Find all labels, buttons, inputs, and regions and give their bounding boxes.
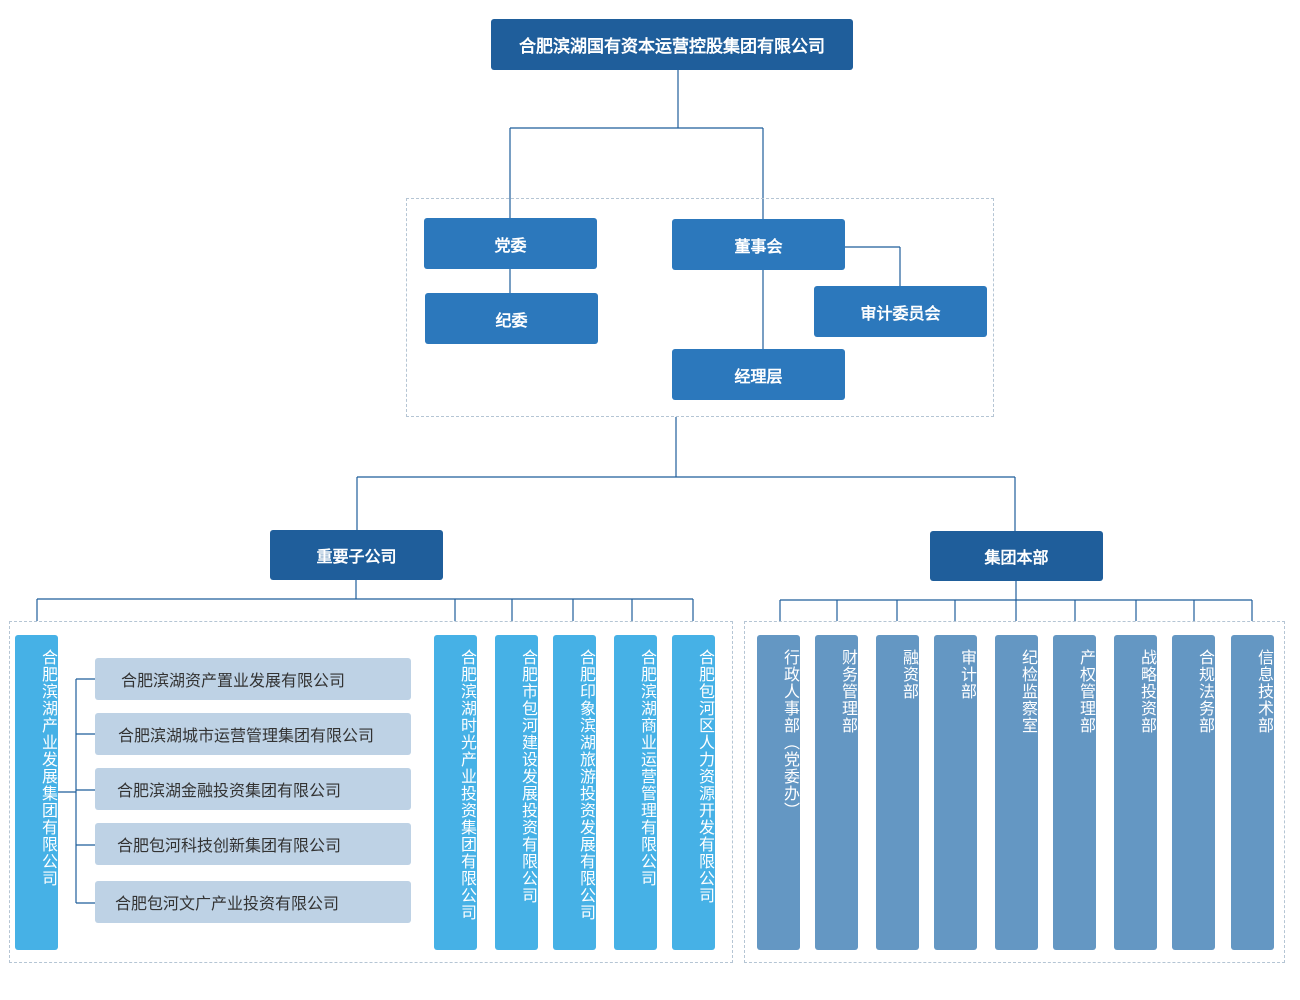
discipline-committee-node: 纪委 [425, 293, 598, 344]
party-committee-node: 党委 [424, 218, 597, 269]
audit-committee-node: 审计委员会 [814, 286, 987, 337]
department-node: 融资部 [876, 635, 919, 950]
department-node: 财务管理部 [815, 635, 858, 950]
industrial-child-node: 合肥包河文广产业投资有限公司 [95, 881, 411, 923]
subsidiary-node: 合肥印象滨湖旅游投资发展有限公司 [553, 635, 596, 950]
management-node: 经理层 [672, 349, 845, 400]
subsidiary-node: 合肥滨湖商业运营管理有限公司 [614, 635, 657, 950]
department-node: 行政人事部（党委办） [757, 635, 800, 950]
department-node: 审计部 [934, 635, 977, 950]
subsidiaries-node: 重要子公司 [270, 530, 443, 580]
subsidiary-node: 合肥包河区人力资源开发有限公司 [672, 635, 715, 950]
headquarters-group-frame [744, 621, 1285, 963]
headquarters-node: 集团本部 [930, 531, 1103, 581]
department-node: 产权管理部 [1053, 635, 1096, 950]
top-company-node: 合肥滨湖国有资本运营控股集团有限公司 [491, 19, 853, 70]
department-node: 战略投资部 [1114, 635, 1157, 950]
board-node: 董事会 [672, 219, 845, 270]
subsidiaries-group-frame [9, 621, 733, 963]
department-node: 纪检监察室 [995, 635, 1038, 950]
subsidiary-node: 合肥滨湖时光产业投资集团有限公司 [434, 635, 477, 950]
industrial-child-node: 合肥包河科技创新集团有限公司 [95, 823, 411, 865]
industrial-child-node: 合肥滨湖城市运营管理集团有限公司 [95, 713, 411, 755]
department-node: 合规法务部 [1172, 635, 1215, 950]
industrial-child-node: 合肥滨湖资产置业发展有限公司 [95, 658, 411, 700]
department-node: 信息技术部 [1231, 635, 1274, 950]
subsidiary-node: 合肥市包河建设发展投资有限公司 [495, 635, 538, 950]
governance-group-frame [406, 198, 994, 417]
industrial-child-node: 合肥滨湖金融投资集团有限公司 [95, 768, 411, 810]
industrial-group-node: 合肥滨湖产业发展集团有限公司 [15, 635, 58, 950]
